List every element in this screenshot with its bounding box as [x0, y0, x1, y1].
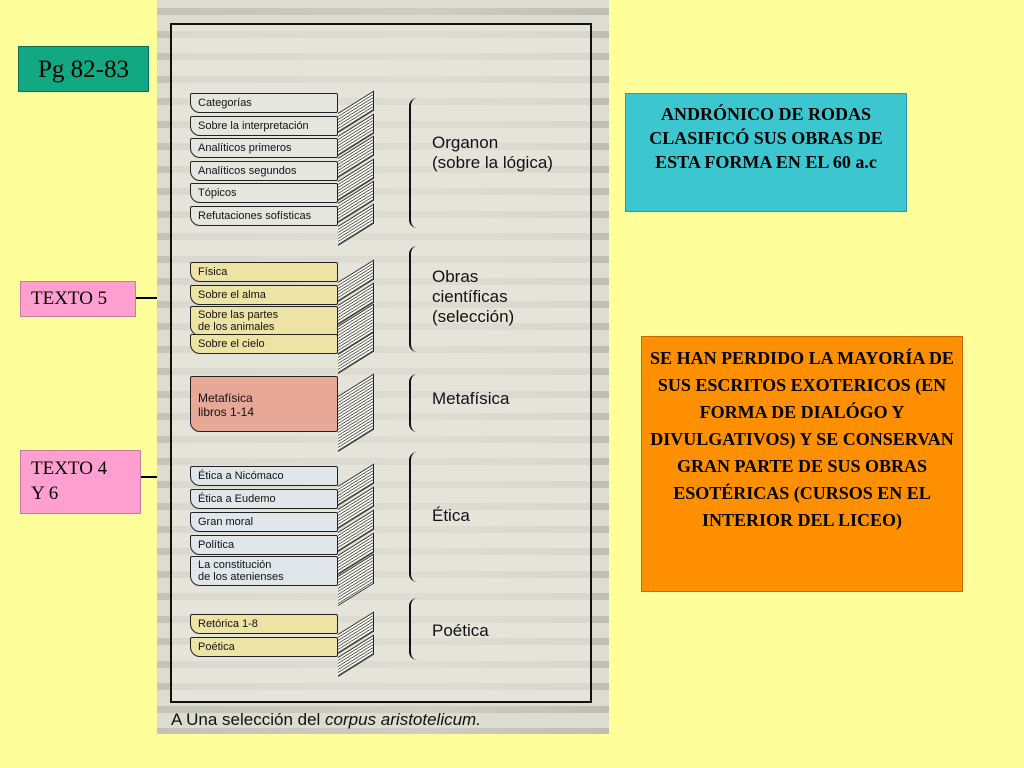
book-title: Sobre el cielo [198, 338, 265, 350]
texto-4-6-label: TEXTO 4 Y 6 [20, 450, 141, 514]
book-title: Retórica 1-8 [198, 618, 258, 630]
book-title: Tópicos [198, 187, 237, 200]
organon-book: Analíticos primeros [190, 138, 338, 159]
book-title: libros 1-14 [198, 405, 255, 419]
caption-prefix: A Una selección del [171, 710, 326, 729]
book-title: Analíticos segundos [198, 164, 297, 177]
book-title: Refutaciones sofísticas [198, 210, 312, 222]
ciencia-book: Sobre el cielo [190, 334, 338, 354]
texto-4-6-line2: Y 6 [31, 482, 59, 504]
ciencia-label-line3: (selección) [432, 307, 515, 326]
poetica-label: Poética [432, 621, 489, 640]
texto-5-label: TEXTO 5 [20, 281, 136, 317]
book-title: Física [198, 266, 228, 278]
etica-book: Ética a Eudemo [190, 489, 338, 509]
organon-book: Tópicos [190, 183, 338, 204]
book-title: Analíticos primeros [198, 142, 292, 155]
book-title: de los atenienses [198, 571, 284, 583]
book-title: Política [198, 539, 235, 551]
ciencia-book: Física [190, 262, 338, 282]
etica-book: Política [190, 535, 338, 555]
etica-brace [409, 452, 425, 582]
book-title: Ética a Nicómaco [198, 470, 284, 482]
organon-label: Organon (sobre la lógica) [432, 133, 553, 173]
meta-label: Metafísica [432, 389, 510, 408]
book-title: Sobre las partes [198, 309, 279, 321]
organon-book: Sobre la interpretación [190, 115, 338, 136]
book-title: Poética [198, 641, 235, 653]
ciencia-brace [409, 246, 425, 352]
book-title: Ética a Eudemo [198, 493, 276, 505]
organon-book: Analíticos segundos [190, 160, 338, 181]
poetica-book: Poética [190, 637, 338, 657]
poetica-brace [409, 598, 425, 660]
figure-caption: A Una selección del corpus aristotelicum… [171, 710, 481, 730]
background-text-line [157, 705, 609, 713]
lost-works-note: SE HAN PERDIDO LA MAYORÍA DE SUS ESCRITO… [641, 336, 963, 592]
organon-book: Categorías [190, 93, 338, 113]
ciencia-label: Obras científicas (selección) [432, 267, 514, 327]
organon-brace [409, 98, 425, 228]
etica-book: Ética a Nicómaco [190, 466, 338, 486]
etica-book: Gran moral [190, 512, 338, 532]
figure-frame [170, 23, 592, 703]
organon-label-line2: (sobre la lógica) [432, 153, 553, 172]
book-title: Gran moral [198, 516, 254, 528]
andronico-note: ANDRÓNICO DE RODAS CLASIFICÓ SUS OBRAS D… [625, 93, 907, 212]
caption-italic: corpus aristotelicum. [325, 710, 481, 729]
ciencia-label-line1: Obras [432, 267, 479, 286]
book-title: Sobre la interpretación [198, 119, 309, 132]
background-text-line [157, 8, 609, 15]
meta-brace [409, 374, 425, 432]
book-title: de los animales [198, 321, 275, 333]
organon-book: Refutaciones sofísticas [190, 206, 338, 226]
ciencia-book: Sobre el alma [190, 285, 338, 305]
book-title: Categorías [198, 97, 252, 109]
page-reference-label: Pg 82-83 [18, 46, 149, 92]
etica-label: Ética [432, 506, 470, 525]
organon-label-line1: Organon [432, 133, 499, 152]
background-text-line [157, 728, 609, 734]
ciencia-label-line2: científicas [432, 287, 508, 306]
book-title: Sobre el alma [198, 289, 266, 301]
book-title: La constitución [198, 559, 272, 571]
texto-4-6-line1: TEXTO 4 [31, 458, 108, 479]
book-title: Metafísica [198, 391, 253, 405]
poetica-book: Retórica 1-8 [190, 614, 338, 634]
